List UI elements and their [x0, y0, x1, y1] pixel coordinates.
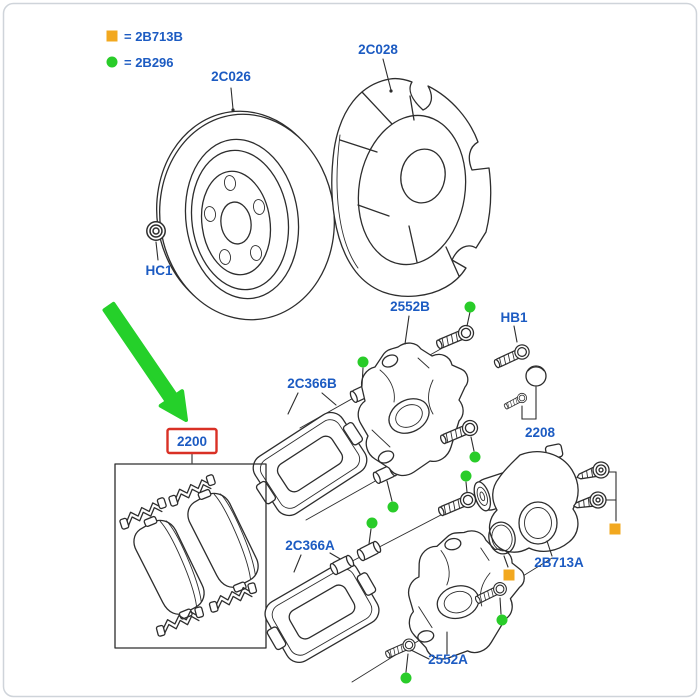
- label-brake-disc[interactable]: 2C026: [211, 69, 251, 84]
- green-dot-marker: [496, 614, 508, 626]
- leader-green-dot: [499, 597, 502, 615]
- label-hub-nut[interactable]: HC1: [145, 263, 172, 278]
- cap-drawing: [525, 365, 547, 387]
- splash-shield-drawing: [331, 77, 492, 298]
- caliper-upper-drawing: [357, 342, 469, 477]
- leader-bracket-lower-1: [293, 554, 302, 573]
- leader-guide-bolt: [513, 325, 518, 343]
- leader-actuator: [546, 540, 553, 557]
- green-dot-marker: [464, 301, 476, 313]
- orange-square-marker: [609, 523, 621, 535]
- legend-green-label: = 2B296: [124, 55, 174, 70]
- leader-hub-nut: [155, 241, 159, 261]
- green-dot-marker: [400, 672, 412, 684]
- leader-shield: [382, 58, 392, 91]
- leader-green-dot: [368, 528, 372, 545]
- caliper-bolt: [383, 636, 418, 662]
- leader-bracket-upper-2: [321, 392, 337, 406]
- leader-disc: [230, 87, 234, 110]
- leader-green-dot: [466, 311, 471, 327]
- pad-kit-highlight-box[interactable]: [166, 427, 218, 455]
- leader-green-dot: [470, 436, 475, 452]
- cap-screw-drawing: [502, 391, 529, 412]
- label-caliper-lower[interactable]: 2552A: [428, 652, 468, 667]
- orange-square-marker: [503, 569, 515, 581]
- green-dot-marker: [460, 470, 472, 482]
- green-dot-marker: [357, 356, 369, 368]
- guide-bolt-drawing: [491, 341, 533, 372]
- label-splash-shield[interactable]: 2C028: [358, 42, 398, 57]
- leader-o-ring: [503, 555, 509, 568]
- leader-caliper-lower-2: [410, 649, 430, 660]
- label-caliper-upper[interactable]: 2552B: [390, 299, 430, 314]
- hub-nut-drawing: [146, 221, 166, 241]
- leader-green-dot: [361, 367, 364, 387]
- caliper-bolt: [435, 489, 479, 520]
- leader-green-dot: [405, 653, 409, 673]
- green-dot-marker: [387, 501, 399, 513]
- label-pad-kit[interactable]: 2200: [177, 434, 207, 449]
- orange-square-legend-marker: [106, 30, 118, 42]
- label-actuator[interactable]: 2B713A: [534, 555, 584, 570]
- leader-green-dot: [465, 481, 468, 493]
- leader-disc-tip: [231, 108, 235, 112]
- caliper-bolt: [433, 322, 477, 353]
- label-bracket-lower[interactable]: 2C366A: [285, 538, 335, 553]
- legend: = 2B713B = 2B296: [106, 29, 183, 70]
- legend-orange-label: = 2B713B: [124, 29, 183, 44]
- label-bracket-upper[interactable]: 2C366B: [287, 376, 337, 391]
- green-dot-legend-marker: [106, 56, 118, 68]
- leader-bracket-upper-1: [287, 392, 299, 415]
- o-ring-drawing: [488, 521, 516, 555]
- brake-disc-drawing: [156, 110, 335, 321]
- bracket-lower-drawing: [254, 552, 390, 672]
- pointer-arrow: [102, 301, 188, 422]
- label-guide-bolt[interactable]: HB1: [500, 310, 527, 325]
- leader-cap-1: [521, 405, 537, 420]
- pad-kit-box: [114, 463, 267, 649]
- green-dot-marker: [469, 451, 481, 463]
- leader-shield-tip: [389, 89, 393, 93]
- leader-caliper-upper: [404, 315, 410, 345]
- leader-screws-1: [608, 471, 617, 522]
- actuator-motor-drawing: [473, 443, 579, 553]
- actuator-screw: [574, 459, 612, 486]
- leader-green-dot: [386, 480, 393, 502]
- label-cap[interactable]: 2208: [525, 425, 556, 440]
- cap-detail: [527, 366, 545, 372]
- green-dot-marker: [366, 517, 378, 529]
